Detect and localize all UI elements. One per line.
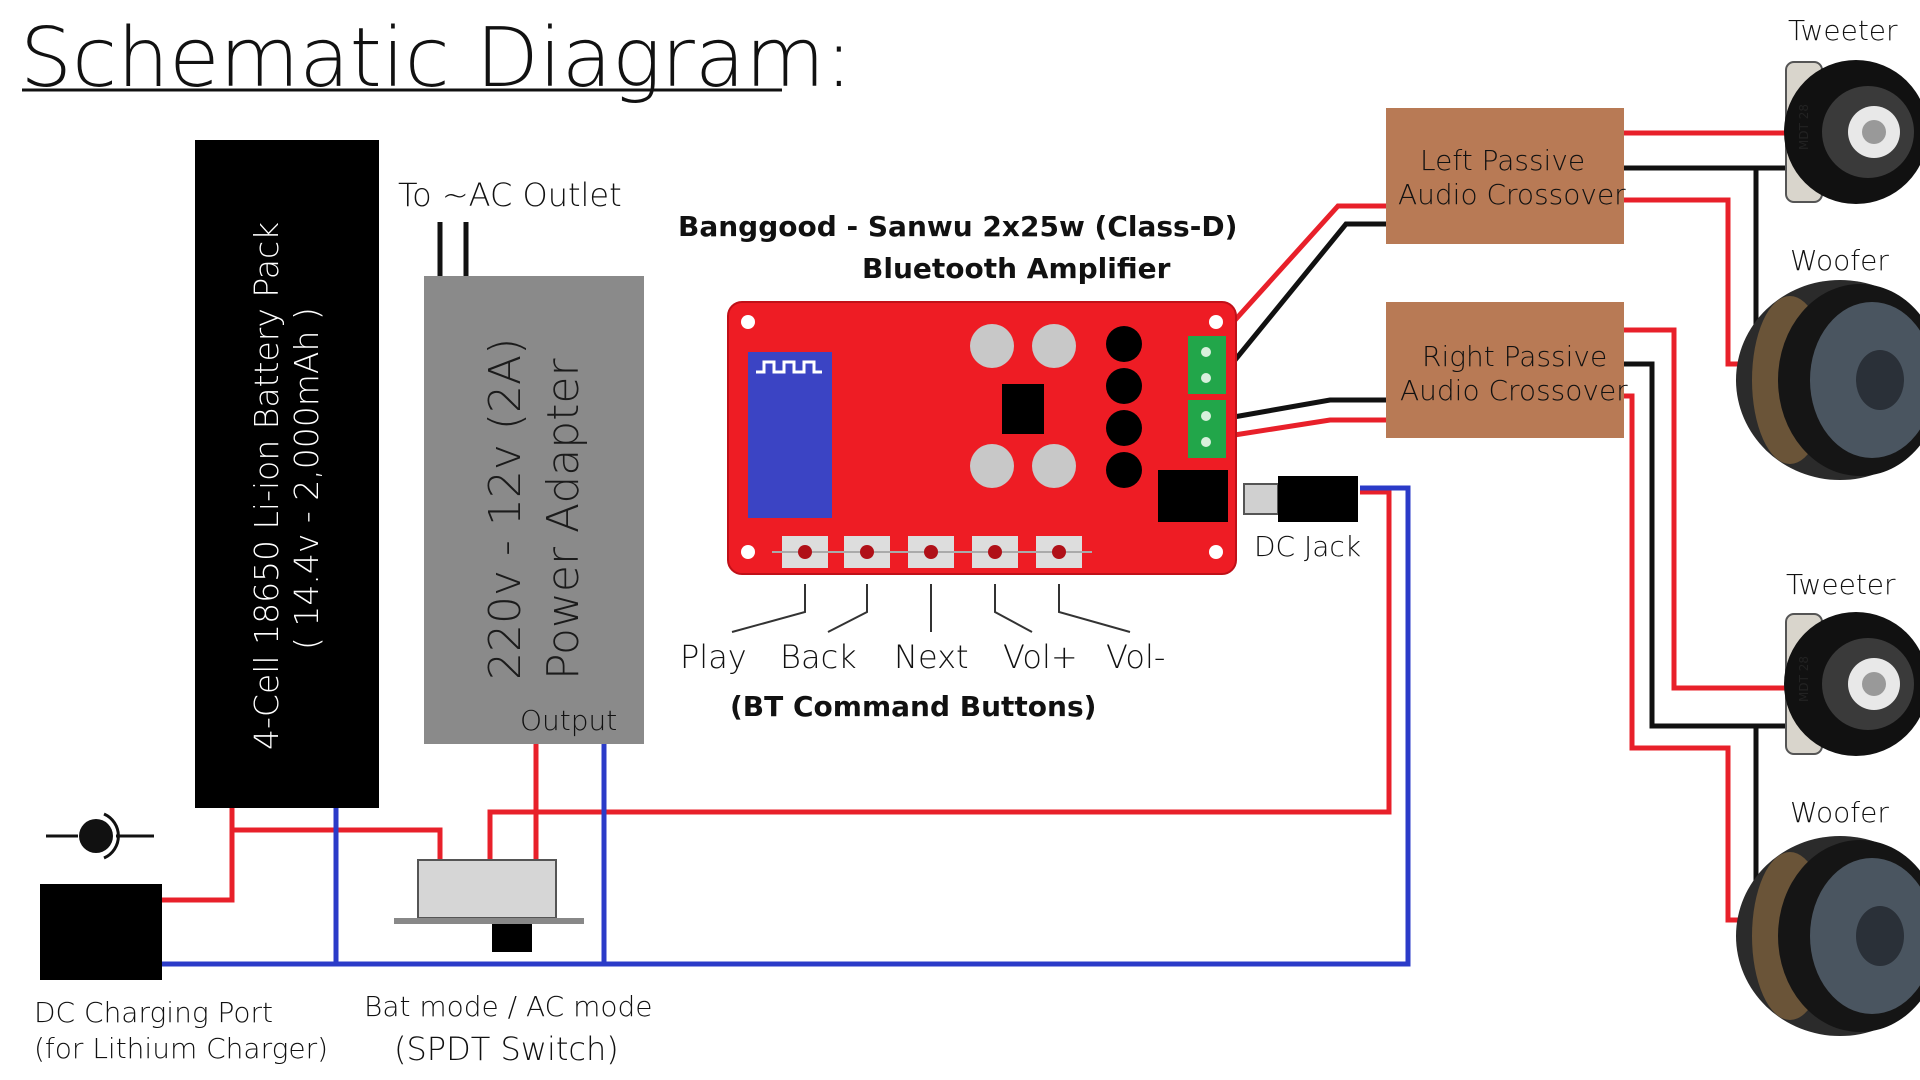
amp-board <box>727 301 1237 575</box>
wire-amp-left-pos <box>1206 203 1386 352</box>
wire-rx-woofer-pos <box>1624 393 1760 923</box>
speaker-terminal-right <box>1188 400 1226 458</box>
page-title: Schematic Diagram: <box>20 11 853 106</box>
speaker-terminal-left <box>1188 336 1226 394</box>
wire-amp-left-neg <box>1220 221 1386 378</box>
button-vol-up[interactable] <box>962 536 1028 568</box>
inductor-1 <box>1106 326 1142 362</box>
adapter-body <box>424 276 644 744</box>
wire-rx-tweeter-pos <box>1624 327 1790 691</box>
wire-rx-tweeter-neg <box>1624 361 1790 729</box>
right-crossover-line2: Audio Crossover <box>1400 374 1628 407</box>
dc-jack: DC Jack <box>1243 476 1361 563</box>
switch-label: Bat mode / AC mode <box>364 990 653 1023</box>
left-crossover-line1: Left Passive <box>1420 144 1585 177</box>
adapter-rating: 220v - 12v (2A) <box>480 338 531 680</box>
wire-amp-right-neg <box>1227 397 1386 421</box>
woofer-top-label: Woofer <box>1790 244 1889 277</box>
dc-charging-port: DC Charging Port (for Lithium Charger) <box>34 812 328 1065</box>
inductor-4 <box>1106 452 1142 488</box>
wire-charge-positive <box>162 808 235 903</box>
adapter-output-label: Output <box>520 704 617 737</box>
woofer-bottom: Woofer <box>1736 796 1920 1036</box>
tweeter-top-face-text: MDT 28 <box>1797 104 1811 150</box>
button-vol-down[interactable] <box>1026 536 1092 568</box>
button-label-vol-down: Vol- <box>1106 638 1165 676</box>
charge-port-label: DC Charging Port <box>34 996 273 1029</box>
capacitor-3 <box>970 444 1014 488</box>
right-crossover-line1: Right Passive <box>1422 340 1607 373</box>
switch-base <box>394 918 584 924</box>
woofer-top: Woofer <box>1736 244 1920 480</box>
button-leaders <box>731 584 1131 633</box>
switch-slider[interactable] <box>492 924 532 952</box>
capacitor-4 <box>1032 444 1076 488</box>
left-crossover-line2: Audio Crossover <box>1398 178 1626 211</box>
button-back[interactable] <box>834 536 900 568</box>
tweeter-top-dome-center <box>1862 120 1886 144</box>
inductor-2 <box>1106 368 1142 404</box>
wire-ground-rail <box>162 485 1411 967</box>
battery-body <box>195 140 379 808</box>
mount-hole-br <box>1209 545 1223 559</box>
tweeter-bottom-label: Tweeter <box>1786 568 1896 601</box>
dc-jack-tip <box>1243 483 1279 515</box>
spdt-switch: Bat mode / AC mode (SPDT Switch) <box>364 859 653 1068</box>
inductor-3 <box>1106 410 1142 446</box>
capacitor-2 <box>1032 324 1076 368</box>
charge-port-sublabel: (for Lithium Charger) <box>34 1032 328 1065</box>
right-crossover: Right Passive Audio Crossover <box>1386 302 1628 438</box>
mount-hole-bl <box>741 545 755 559</box>
button-label-vol-up: Vol+ <box>1003 638 1078 676</box>
battery-spec: ( 14.4v - 2,000mAh ) <box>287 307 326 650</box>
dc-jack-body <box>1278 476 1358 522</box>
button-label-next: Next <box>894 638 969 676</box>
wire-switch-common <box>487 489 1392 862</box>
capacitor-1 <box>970 324 1014 368</box>
tweeter-top: Tweeter MDT 28 <box>1784 14 1920 204</box>
left-crossover-box <box>1386 108 1624 244</box>
woofer-top-dustcap <box>1856 350 1904 410</box>
terminal-screw-2 <box>1201 373 1211 383</box>
mount-hole-tr <box>1209 315 1223 329</box>
button-label-play: Play <box>680 638 747 676</box>
terminal-screw-1 <box>1201 347 1211 357</box>
charge-plug-tip <box>79 819 113 853</box>
amp-dc-socket <box>1158 470 1228 522</box>
tweeter-bottom-dome-center <box>1862 672 1886 696</box>
battery-label: 4-Cell 18650 Li-ion Battery Pack <box>247 222 286 750</box>
amplifier: Banggood - Sanwu 2x25w (Class-D) Bluetoo… <box>678 210 1237 723</box>
switch-sublabel: (SPDT Switch) <box>394 1030 619 1068</box>
battery-pack: 4-Cell 18650 Li-ion Battery Pack ( 14.4v… <box>195 140 379 808</box>
tweeter-bottom-face-text: MDT 28 <box>1797 656 1811 702</box>
amp-title-line1: Banggood - Sanwu 2x25w (Class-D) <box>678 210 1237 243</box>
power-adapter: To ~AC Outlet 220v - 12v (2A) Power Adap… <box>398 176 644 744</box>
wire-amp-right-pos <box>1227 417 1386 439</box>
left-crossover: Left Passive Audio Crossover <box>1386 108 1626 244</box>
woofer-bottom-dustcap <box>1856 906 1904 966</box>
right-crossover-box <box>1386 302 1624 438</box>
ac-outlet-label: To ~AC Outlet <box>398 176 622 214</box>
charge-port-body <box>40 884 162 980</box>
button-label-back: Back <box>780 638 857 676</box>
button-play[interactable] <box>772 536 838 568</box>
dc-jack-label: DC Jack <box>1254 530 1361 563</box>
button-next[interactable] <box>898 536 964 568</box>
wire-lx-woofer-pos <box>1624 197 1760 367</box>
amp-ic-chip <box>1002 384 1044 434</box>
bt-antenna-trace <box>756 360 822 374</box>
adapter-name: Power Adapter <box>538 358 589 680</box>
amp-title-line2: Bluetooth Amplifier <box>862 252 1171 285</box>
bt-module <box>748 352 832 518</box>
woofer-bottom-label: Woofer <box>1790 796 1889 829</box>
mount-hole-tl <box>741 315 755 329</box>
buttons-caption: (BT Command Buttons) <box>730 690 1096 723</box>
tweeter-bottom: Tweeter MDT 28 <box>1784 568 1920 756</box>
terminal-screw-4 <box>1201 437 1211 447</box>
tweeter-top-label: Tweeter <box>1788 14 1898 47</box>
switch-housing <box>417 859 557 919</box>
terminal-screw-3 <box>1201 411 1211 421</box>
bt-command-buttons <box>772 536 1092 568</box>
